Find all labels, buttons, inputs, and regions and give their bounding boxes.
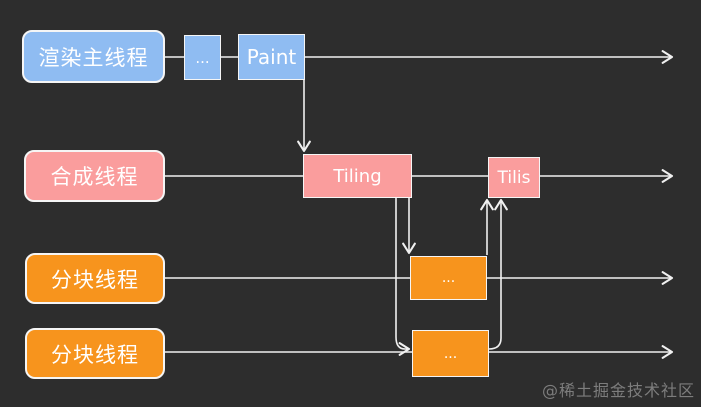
task-tile2-ellipsis: ...	[412, 330, 489, 377]
arrow-tiling-to-tile2	[395, 198, 411, 356]
arrow-tile2-to-tilis	[488, 198, 508, 350]
task-paint: Paint	[238, 34, 305, 80]
lane-label-compositor-thread: 合成线程	[24, 150, 165, 202]
task-tiling: Tiling	[303, 154, 412, 198]
lane-label-tile-thread-2: 分块线程	[25, 328, 165, 379]
task-tilis: Tilis	[488, 157, 540, 198]
watermark: @稀土掘金技术社区	[541, 381, 695, 400]
task-main-ellipsis: ...	[184, 35, 221, 80]
lane-label-render-main-thread: 渲染主线程	[22, 30, 165, 83]
lane-label-tile-thread-1: 分块线程	[25, 253, 165, 304]
task-tile1-ellipsis: ...	[410, 256, 487, 300]
